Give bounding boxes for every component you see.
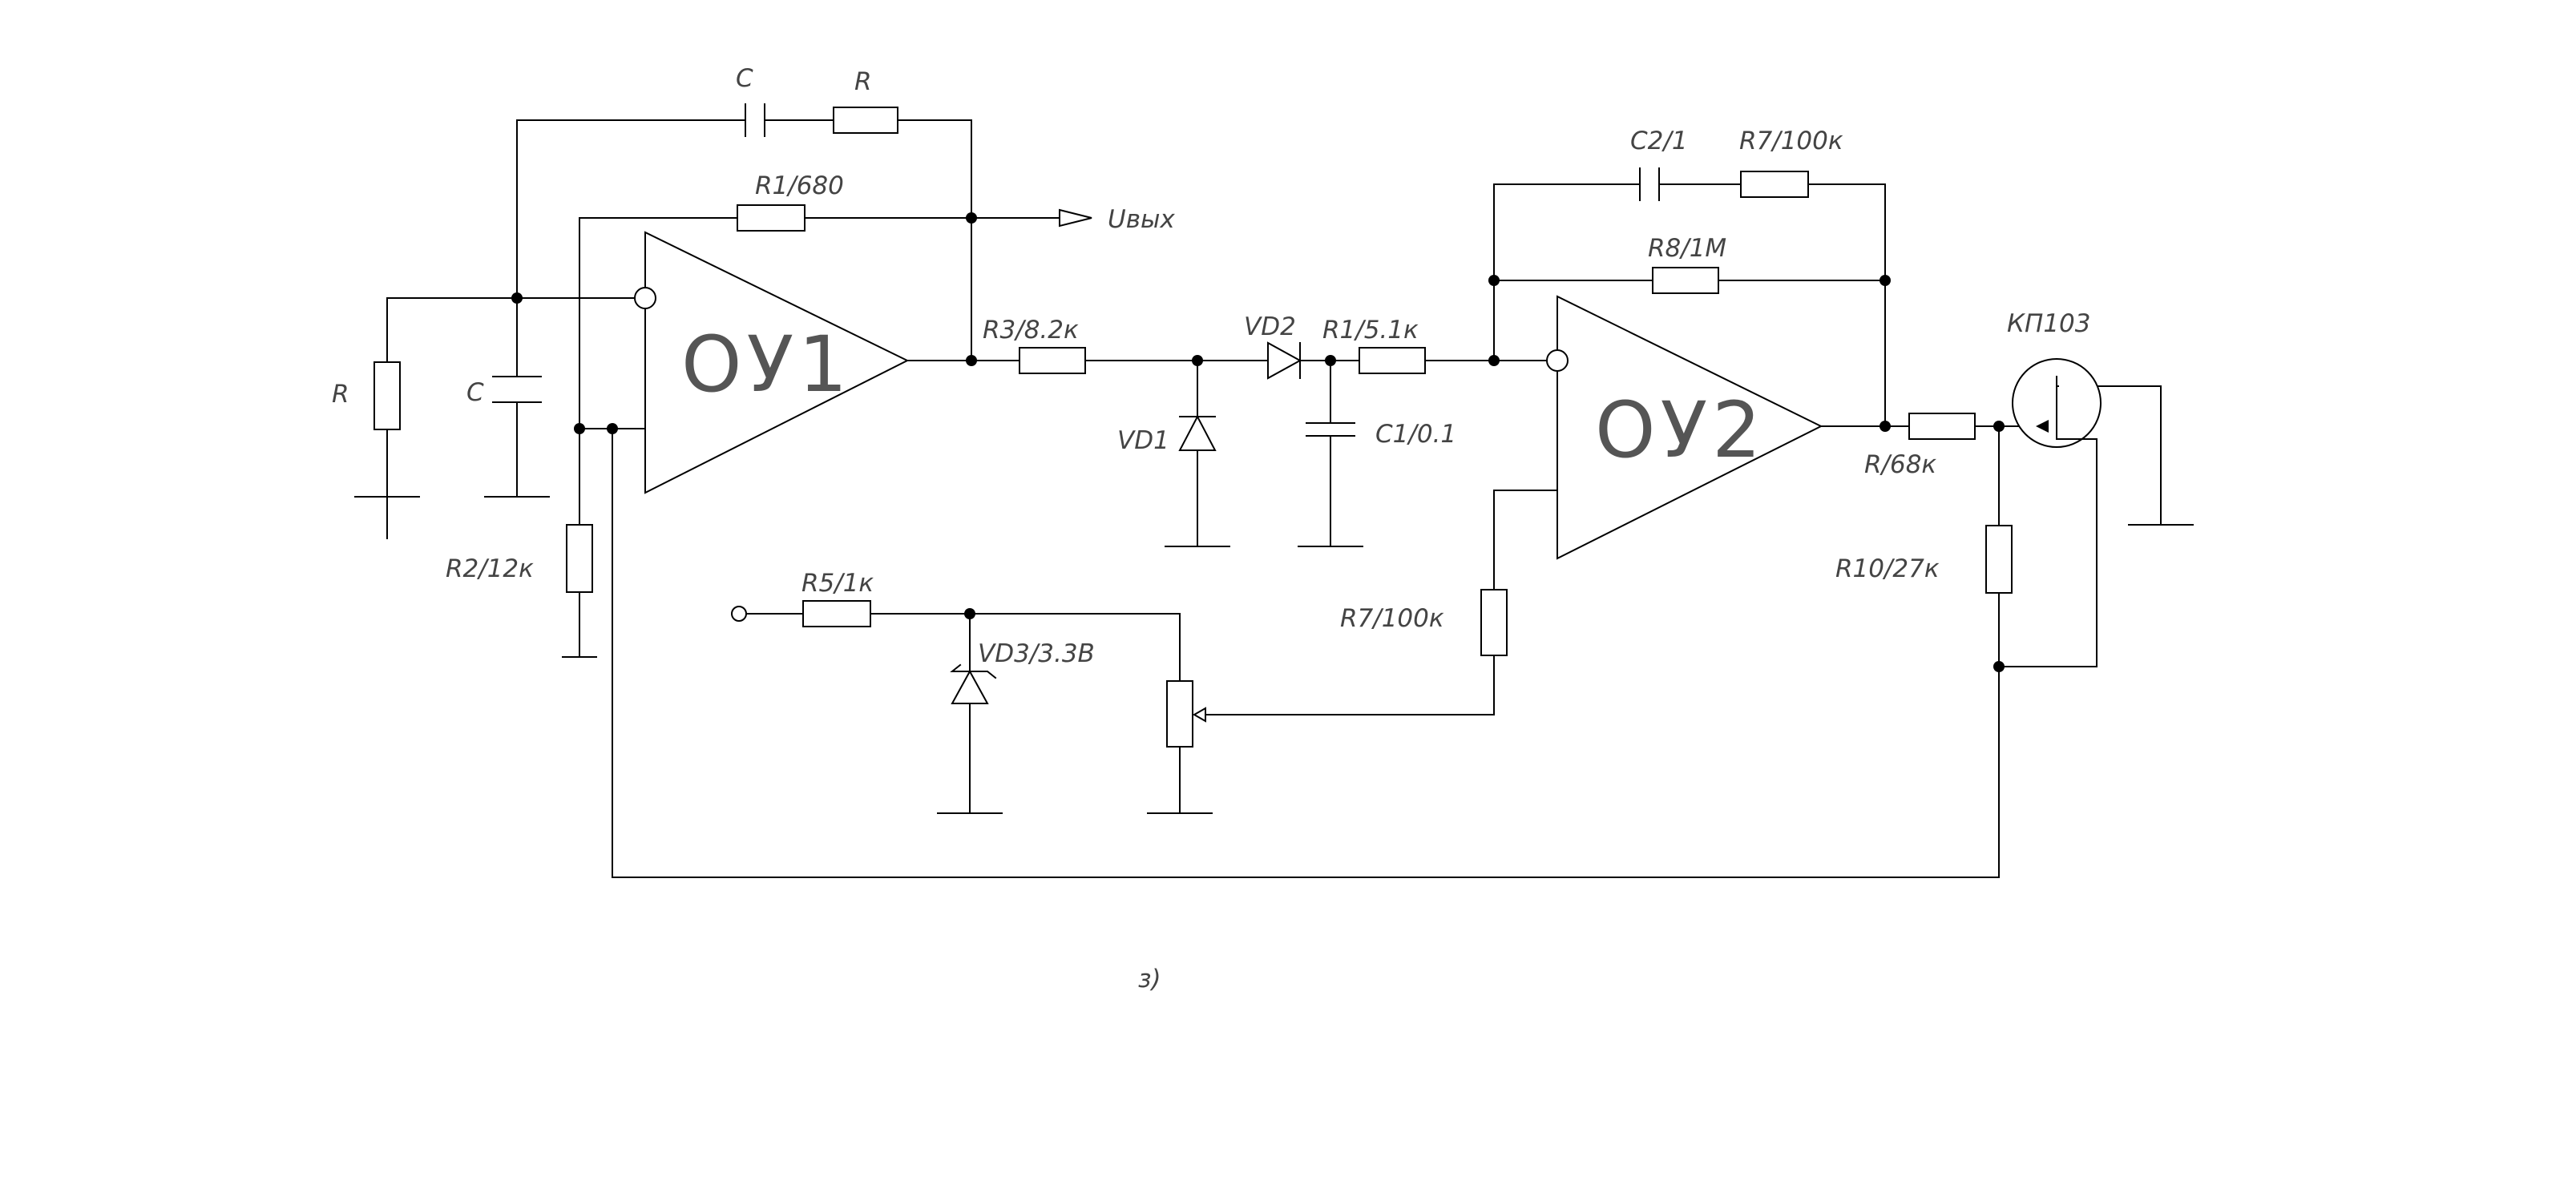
resistor-r-68 — [1908, 413, 1976, 440]
capacitor-c-feedback — [745, 103, 765, 137]
figure-caption: з) — [1138, 965, 1161, 993]
label-r-68: R/68к — [1864, 450, 1936, 479]
resistor-r2 — [566, 524, 593, 593]
opamp-ou1-label: ОУ1 — [681, 320, 852, 409]
resistor-r8 — [1652, 267, 1719, 294]
ground-symbols — [354, 496, 2194, 814]
label-c1: C1/0.1 — [1375, 420, 1456, 449]
opamp-ou2 — [1557, 295, 1823, 560]
potentiometer — [1166, 680, 1193, 748]
label-vd3: VD3/3.3B — [978, 639, 1095, 668]
label-c-feedback: C — [736, 64, 753, 93]
input-terminal — [731, 606, 747, 622]
label-kp103: КП103 — [2007, 309, 2091, 338]
zener-vd3 — [951, 669, 989, 704]
resistor-r3 — [1019, 347, 1086, 374]
capacitor-c-input — [492, 376, 542, 403]
label-r7-mid: R7/100к — [1340, 604, 1444, 633]
opamp-ou1 — [644, 231, 910, 494]
resistor-r7-mid — [1480, 589, 1508, 656]
potentiometer-wiper-arrow — [1192, 707, 1206, 723]
resistor-r1-680 — [737, 204, 806, 232]
junction-dots — [511, 212, 2005, 672]
resistor-r7-top — [1740, 171, 1809, 198]
component-labels: C R R1/680 Uвых R C R2/12к R3/8.2к VD1 V… — [332, 64, 2091, 993]
label-r1-51: R1/5.1к — [1322, 316, 1419, 345]
label-r-input: R — [332, 380, 349, 409]
label-r2: R2/12к — [446, 554, 534, 583]
fet-kp103 — [2012, 358, 2102, 448]
resistor-r1-51 — [1359, 347, 1426, 374]
label-r1-680: R1/680 — [755, 171, 844, 200]
label-r5: R5/1к — [801, 569, 874, 598]
label-r-feedback: R — [854, 67, 872, 96]
label-vd2: VD2 — [1244, 312, 1296, 341]
label-r10: R10/27к — [1835, 554, 1940, 583]
diode-vd1 — [1178, 414, 1217, 451]
resistor-r10 — [1985, 525, 2013, 594]
wires — [386, 119, 2162, 878]
diode-vd2 — [1267, 341, 1302, 380]
label-uout: Uвых — [1108, 205, 1175, 234]
capacitor-c2 — [1639, 167, 1660, 201]
label-vd1: VD1 — [1117, 426, 1169, 455]
resistor-r-feedback — [833, 107, 898, 134]
resistor-r-input — [373, 361, 401, 430]
opamp-ou2-inverting-input — [1546, 349, 1569, 372]
capacitor-c1 — [1306, 422, 1355, 437]
label-r8: R8/1M — [1648, 234, 1726, 263]
arrow-uout — [1059, 208, 1092, 228]
opamp-ou1-inverting-input — [634, 287, 656, 309]
label-r7-top: R7/100к — [1739, 127, 1843, 155]
opamp-ou2-label: ОУ2 — [1595, 385, 1766, 475]
label-c-input: C — [466, 378, 484, 407]
label-r3: R3/8.2к — [983, 316, 1079, 345]
label-c2: C2/1 — [1630, 127, 1688, 155]
resistor-r5 — [802, 600, 871, 627]
